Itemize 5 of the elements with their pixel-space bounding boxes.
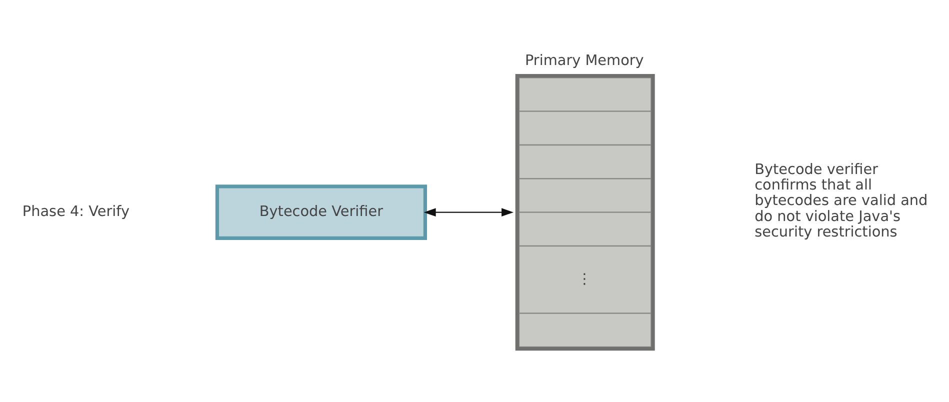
node-label: Primary Memory bbox=[524, 52, 644, 69]
label: Phase 4: Verify bbox=[22, 204, 130, 220]
label: Bytecode verifier confirms that all bytecodes are valid and do not violate Java's security restrictions bbox=[754, 161, 928, 240]
node-box: Bytecode Verifier bbox=[215, 184, 428, 240]
arrow bbox=[424, 208, 514, 216]
